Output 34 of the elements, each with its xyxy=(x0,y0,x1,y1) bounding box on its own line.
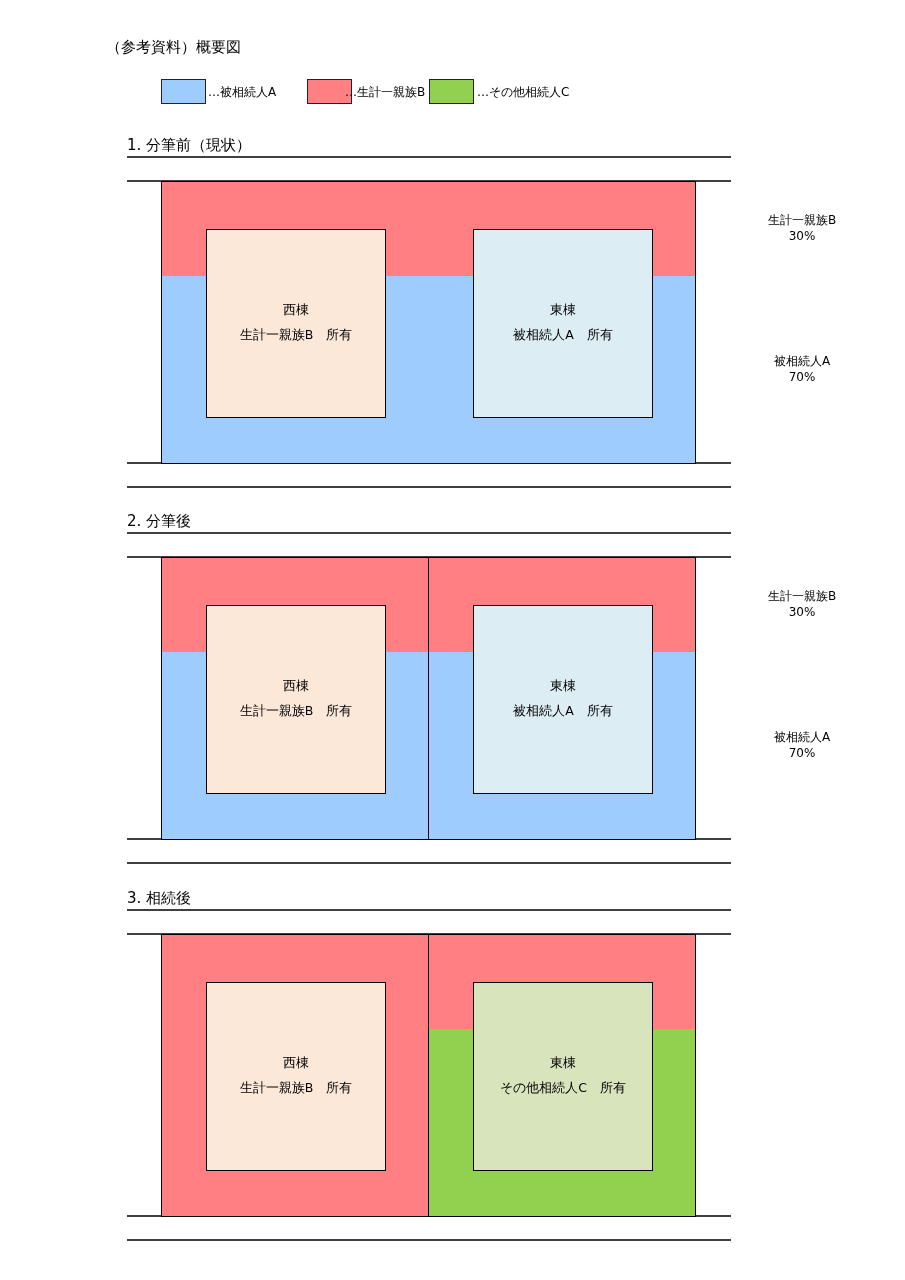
section-heading: 2. 分筆後 xyxy=(127,512,192,531)
owner-label: 被相続人A 所有 xyxy=(513,327,613,344)
building-box xyxy=(473,605,653,794)
land-parcel xyxy=(161,181,696,464)
land-parcel xyxy=(161,934,429,1217)
land-parcel xyxy=(428,557,696,840)
owner-label: 生計一親族B 所有 xyxy=(239,327,353,344)
share-label: 生計一親族B 30% xyxy=(766,588,838,620)
owner-label: 生計一親族B 所有 xyxy=(239,703,353,720)
share-label: 被相続人A 70% xyxy=(772,353,832,385)
building-name: 西棟 xyxy=(283,302,309,319)
land-parcel xyxy=(161,557,429,840)
building-name: 東棟 xyxy=(550,302,576,319)
owner-label: 被相続人A 所有 xyxy=(513,703,613,720)
legend-label: …その他相続人C xyxy=(477,84,570,101)
building-name: 西棟 xyxy=(283,678,309,695)
title: （参考資料）概要図 xyxy=(106,38,241,57)
building-box xyxy=(206,229,386,418)
building-box xyxy=(206,982,386,1171)
section-heading: 1. 分筆前（現状） xyxy=(127,136,252,155)
building-box xyxy=(206,605,386,794)
building-name: 東棟 xyxy=(550,678,576,695)
share-label: 被相続人A 70% xyxy=(772,729,832,761)
legend-label: …被相続人A xyxy=(208,84,277,101)
owner-label: その他相続人C 所有 xyxy=(500,1080,626,1097)
section-heading: 3. 相続後 xyxy=(127,889,192,908)
building-box xyxy=(473,229,653,418)
share-label: 生計一親族B 30% xyxy=(766,212,838,244)
building-box xyxy=(473,982,653,1171)
owner-label: 生計一親族B 所有 xyxy=(239,1080,353,1097)
land-parcel xyxy=(428,934,696,1217)
legend-label: …生計一親族B xyxy=(345,84,426,101)
building-name: 東棟 xyxy=(550,1055,576,1072)
building-name: 西棟 xyxy=(283,1055,309,1072)
